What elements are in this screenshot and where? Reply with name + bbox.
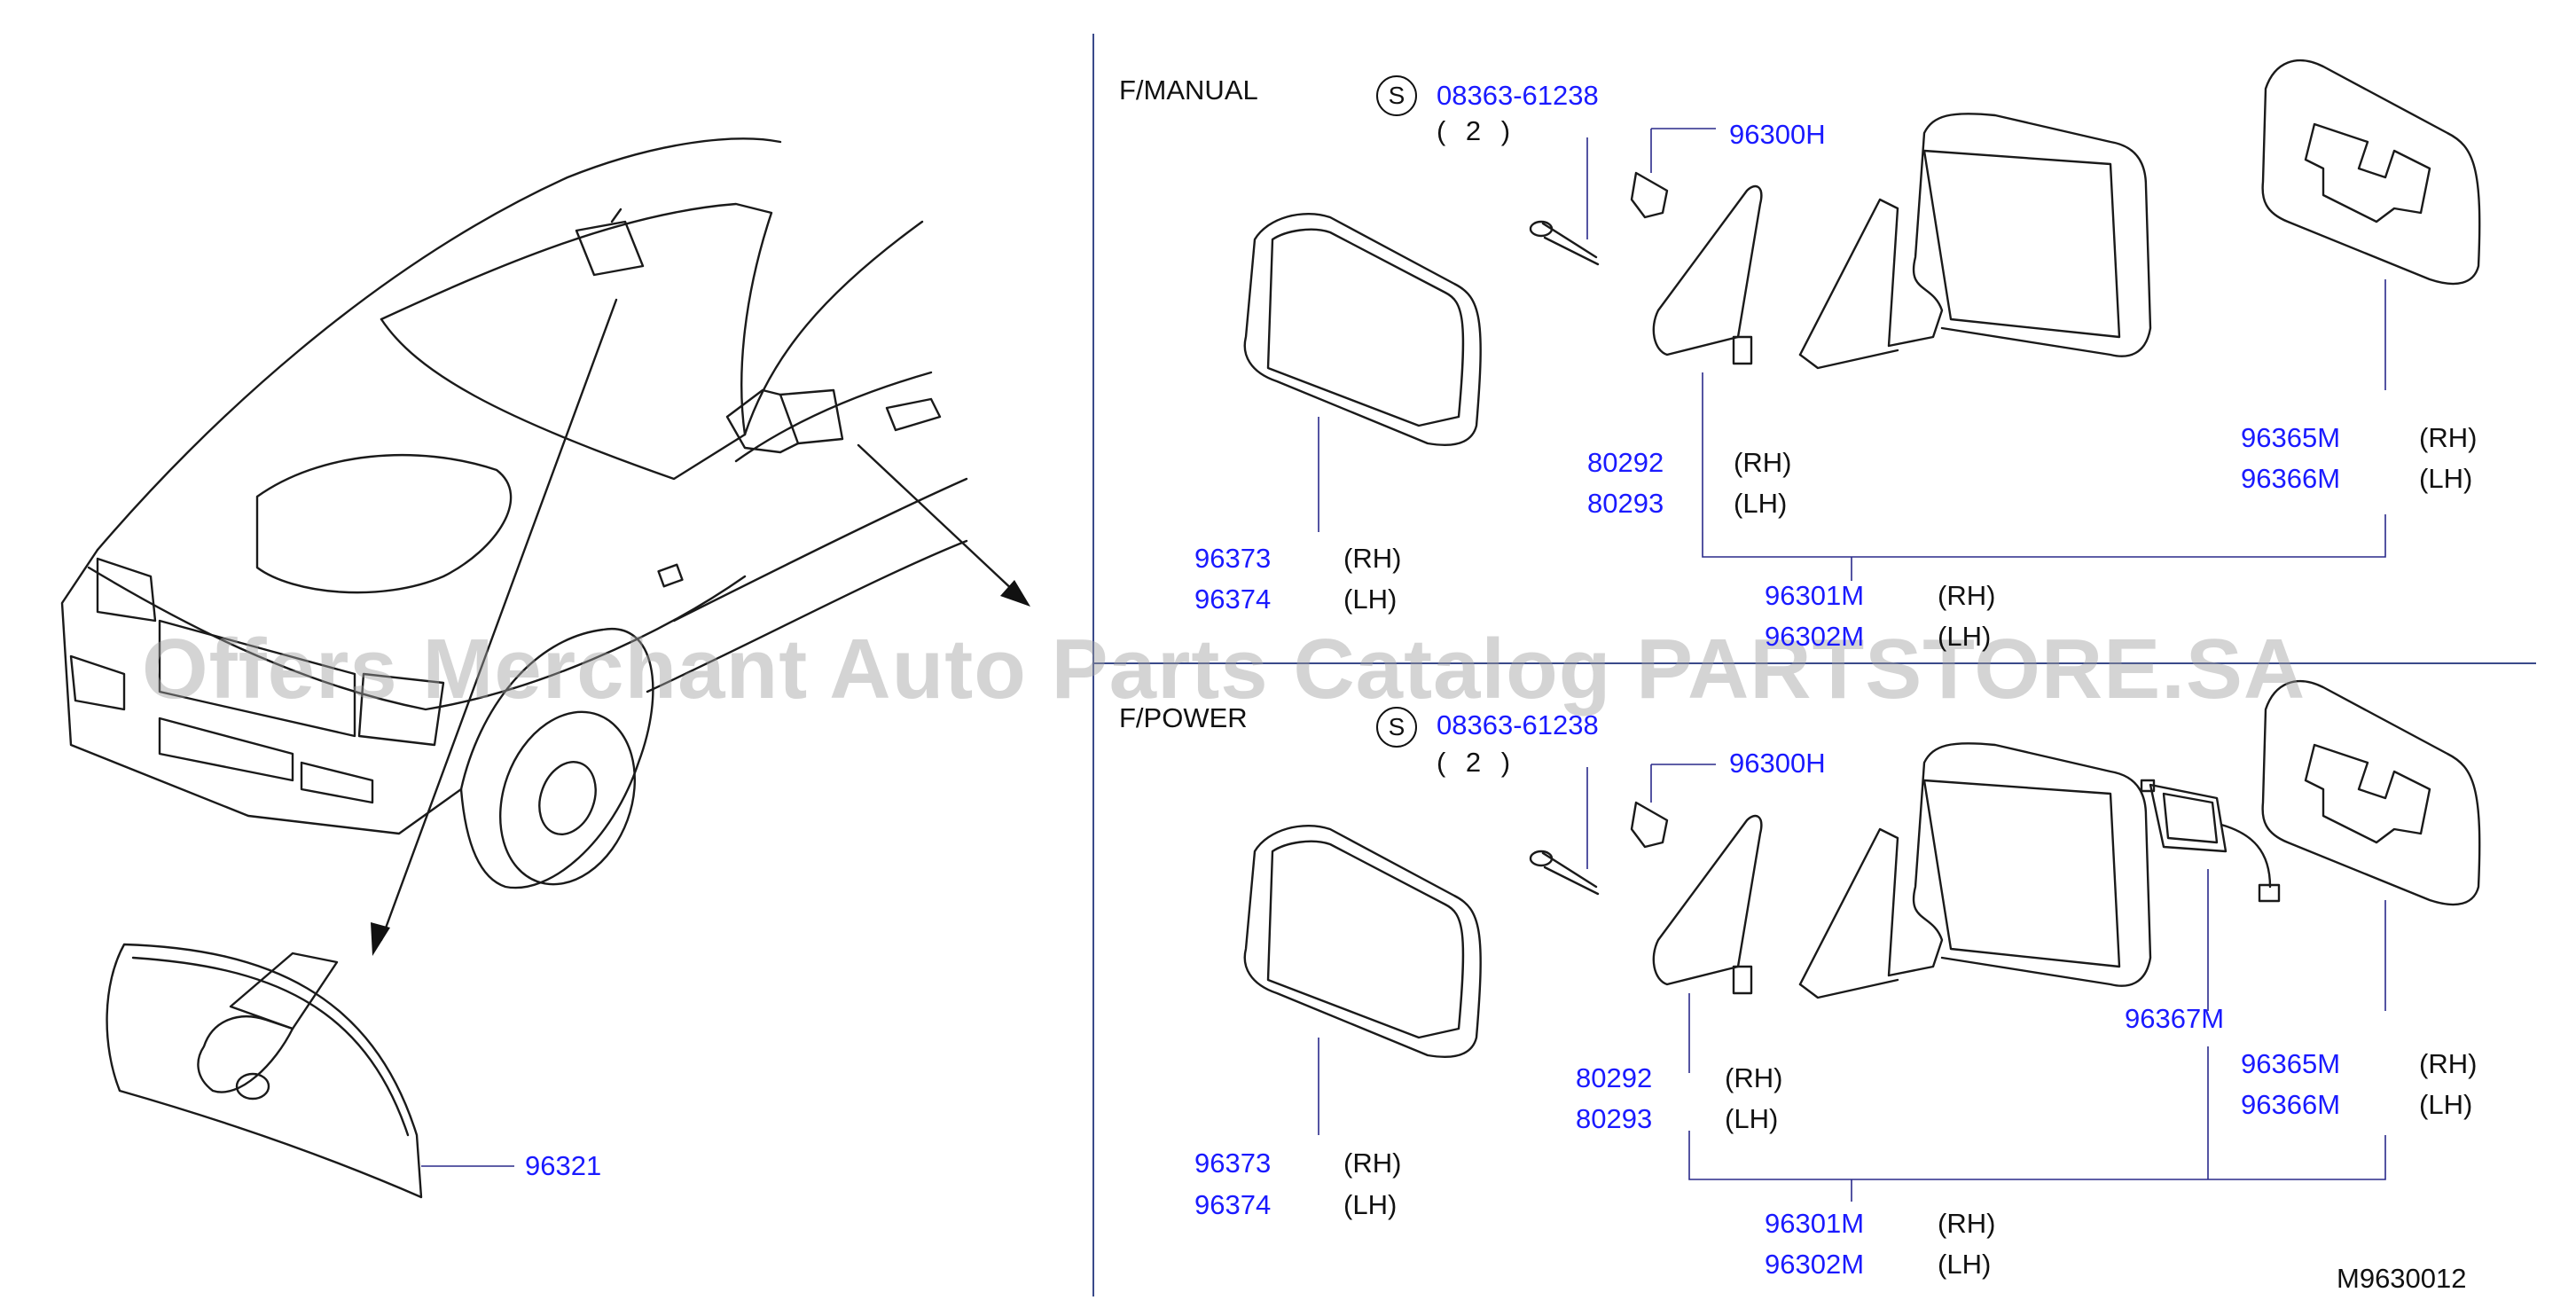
- side-lh: (LH): [1343, 1189, 1398, 1220]
- part-number-assembly-lh[interactable]: 96302M: [1765, 621, 1865, 652]
- side-rh: (RH): [1938, 1208, 1996, 1239]
- side-lh: (LH): [1938, 1249, 1992, 1280]
- part-number-glass-plate-rh[interactable]: 96365M: [2241, 422, 2341, 453]
- part-number-cover-lh[interactable]: 80293: [1576, 1103, 1653, 1134]
- power-actuator-drawing: [2140, 779, 2281, 903]
- side-lh: (LH): [1343, 584, 1398, 615]
- manual-clip-drawing: [1630, 171, 1669, 219]
- standard-part-symbol: S: [1376, 707, 1417, 748]
- side-rh: (RH): [1725, 1062, 1783, 1093]
- part-number-clip[interactable]: 96300H: [1729, 119, 1826, 150]
- standard-part-symbol: S: [1376, 75, 1417, 116]
- side-lh: (LH): [1734, 488, 1788, 519]
- screw-quantity: ( 2 ): [1437, 747, 1511, 778]
- side-lh: (LH): [1725, 1103, 1779, 1134]
- section-title-power: F/POWER: [1119, 702, 1248, 733]
- manual-glass-plate-drawing: [2261, 59, 2481, 286]
- part-number-screw[interactable]: 08363-61238: [1437, 80, 1599, 111]
- section-title-manual: F/MANUAL: [1119, 74, 1258, 106]
- part-number-cover-rh[interactable]: 80292: [1576, 1062, 1653, 1093]
- side-rh: (RH): [1734, 447, 1792, 478]
- side-rh: (RH): [2419, 422, 2478, 453]
- part-number-clip[interactable]: 96300H: [1729, 748, 1826, 779]
- part-number-cover-rh[interactable]: 80292: [1587, 447, 1664, 478]
- power-mirror-glass-drawing: [1243, 824, 1482, 1058]
- manual-cover-drawing: [1652, 184, 1763, 365]
- screw-quantity: ( 2 ): [1437, 115, 1511, 146]
- part-number-assembly-lh[interactable]: 96302M: [1765, 1249, 1865, 1280]
- part-number-mirror-glass-lh[interactable]: 96374: [1194, 584, 1272, 615]
- power-assembly-drawing: [1798, 742, 2152, 999]
- power-screw-drawing: [1529, 850, 1600, 896]
- power-clip-drawing: [1630, 801, 1669, 849]
- part-number-glass-plate-lh[interactable]: 96366M: [2241, 1089, 2341, 1120]
- part-number-glass-plate-rh[interactable]: 96365M: [2241, 1048, 2341, 1079]
- part-number-screw[interactable]: 08363-61238: [1437, 709, 1599, 740]
- side-rh: (RH): [1938, 580, 1996, 611]
- side-rh: (RH): [1343, 1148, 1402, 1179]
- part-number-mirror-glass-lh[interactable]: 96374: [1194, 1189, 1272, 1220]
- side-rh: (RH): [1343, 543, 1402, 574]
- inner-mirror-drawing: [106, 943, 423, 1199]
- car-illustration: [60, 137, 968, 889]
- part-number-cover-lh[interactable]: 80293: [1587, 488, 1664, 519]
- part-number-assembly-rh[interactable]: 96301M: [1765, 1208, 1865, 1239]
- part-number-assembly-rh[interactable]: 96301M: [1765, 580, 1865, 611]
- side-lh: (LH): [1938, 621, 1992, 652]
- manual-assembly-drawing: [1798, 113, 2152, 370]
- part-number-glass-plate-lh[interactable]: 96366M: [2241, 463, 2341, 494]
- side-lh: (LH): [2419, 1089, 2473, 1120]
- manual-mirror-glass-drawing: [1243, 212, 1482, 446]
- watermark: Offers Merchant Auto Parts Catalog PARTS…: [142, 622, 2306, 717]
- part-number-mirror-glass-rh[interactable]: 96373: [1194, 543, 1272, 574]
- power-cover-drawing: [1652, 814, 1763, 995]
- side-lh: (LH): [2419, 463, 2473, 494]
- manual-screw-drawing: [1529, 220, 1600, 266]
- side-rh: (RH): [2419, 1048, 2478, 1079]
- part-number-actuator[interactable]: 96367M: [2125, 1003, 2225, 1034]
- part-number-inner-mirror[interactable]: 96321: [525, 1150, 602, 1181]
- diagram-code: M9630012: [2337, 1263, 2467, 1294]
- part-number-mirror-glass-rh[interactable]: 96373: [1194, 1148, 1272, 1179]
- power-glass-plate-drawing: [2261, 679, 2481, 906]
